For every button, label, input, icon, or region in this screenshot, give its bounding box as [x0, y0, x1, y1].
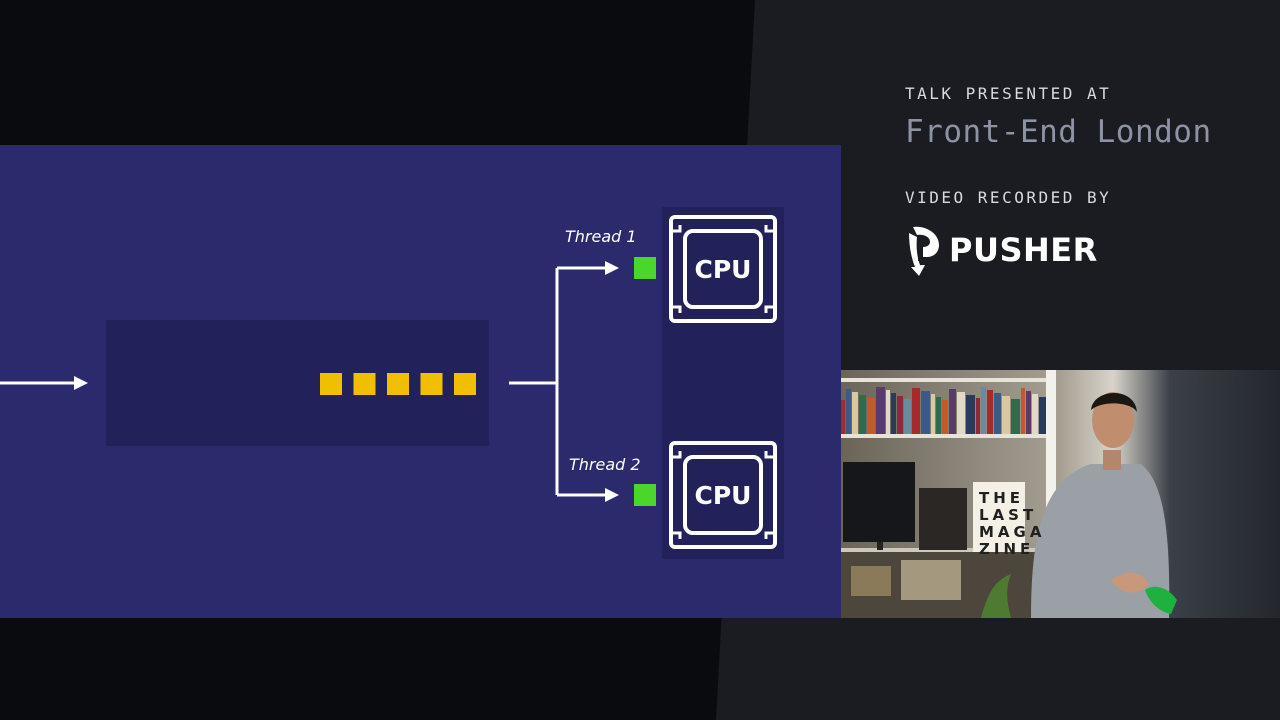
- queue-item: [420, 373, 443, 395]
- book: [846, 389, 851, 434]
- book: [867, 398, 875, 434]
- book: [859, 395, 866, 434]
- speaker-camera-feed: THE LAST MAGA ZINE: [841, 370, 1280, 618]
- presentation-slide: CPU CPU Thread 1 Thread 2: [0, 145, 841, 618]
- book: [921, 391, 930, 434]
- venue-name: Front-End London: [905, 114, 1212, 150]
- queue-items: [320, 373, 476, 395]
- book: [891, 393, 896, 434]
- book: [949, 389, 956, 434]
- pusher-logo-icon: [909, 226, 939, 276]
- book: [931, 394, 935, 434]
- book: [876, 387, 885, 434]
- presented-at-label: TALK PRESENTED AT: [905, 84, 1112, 103]
- book: [987, 390, 993, 434]
- thread-2-label: Thread 2: [569, 455, 641, 474]
- queue-item: [353, 373, 376, 395]
- book: [1032, 394, 1038, 434]
- cpu-1-label: CPU: [695, 255, 752, 284]
- speaker-scene: [841, 370, 1280, 618]
- queue-item: [454, 373, 476, 395]
- cpu-2-icon: CPU: [669, 441, 777, 549]
- book: [1002, 396, 1010, 434]
- thread-diagram: CPU CPU: [0, 207, 784, 559]
- thread-1-task: [634, 257, 656, 279]
- book: [852, 392, 858, 434]
- book: [936, 397, 941, 434]
- book: [904, 399, 911, 434]
- recorder-logo: PUSHER: [905, 222, 1098, 278]
- incoming-arrow: [0, 376, 88, 390]
- book: [886, 390, 890, 434]
- book: [1039, 397, 1046, 434]
- book: [1026, 391, 1031, 434]
- queue-item: [387, 373, 409, 395]
- cpu-column: [662, 207, 784, 559]
- speaker: [1031, 392, 1177, 618]
- book: [841, 400, 845, 434]
- book: [897, 396, 903, 434]
- cpu-2-label: CPU: [695, 481, 752, 510]
- cpu-1-icon: CPU: [669, 215, 777, 323]
- poster-text: THE LAST MAGA ZINE: [979, 489, 1046, 558]
- thread-2-task: [634, 484, 656, 506]
- book: [981, 387, 986, 434]
- book: [1021, 388, 1025, 434]
- thread-1-label: Thread 1: [565, 227, 637, 246]
- recorded-by-label: VIDEO RECORDED BY: [905, 188, 1112, 207]
- book: [957, 392, 965, 434]
- book: [942, 400, 948, 434]
- queue-item: [320, 373, 342, 395]
- book: [976, 398, 980, 434]
- book: [966, 395, 975, 434]
- bookshelf: [841, 387, 1046, 434]
- book: [1011, 399, 1020, 434]
- book: [912, 388, 920, 434]
- splitter-arrows: [509, 261, 619, 502]
- book: [994, 393, 1001, 434]
- recorder-name: PUSHER: [949, 231, 1098, 269]
